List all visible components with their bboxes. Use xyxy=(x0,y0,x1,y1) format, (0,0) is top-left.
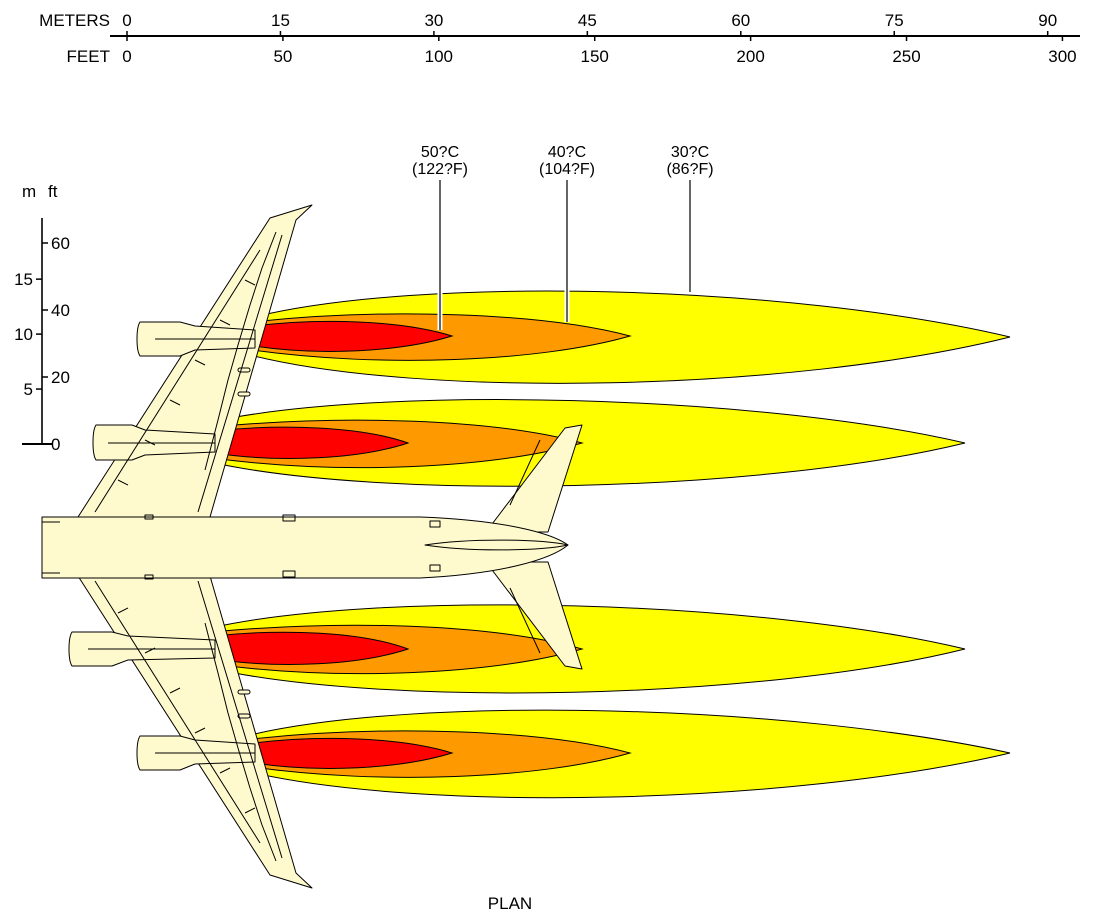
m-tick-label: 15 xyxy=(14,270,33,289)
ft-tick-label: 60 xyxy=(51,234,70,253)
engine-3-plume xyxy=(209,604,966,694)
ft-tick-label: 20 xyxy=(51,368,70,387)
feet-tick-label: 150 xyxy=(581,47,609,66)
m-tick-label: 5 xyxy=(24,380,33,399)
engine-4-nacelle xyxy=(136,735,256,771)
contour-50c xyxy=(253,320,454,352)
aircraft-plan-view xyxy=(41,204,583,889)
ft-unit-label: ft xyxy=(48,182,58,201)
contour-50c xyxy=(213,426,410,459)
contour-label-30c: 30?C xyxy=(671,144,709,161)
contour-label-50c-f: (122?F) xyxy=(412,161,468,178)
meters-tick-label: 15 xyxy=(271,11,290,30)
vertical-fin xyxy=(424,539,569,551)
contour-label-30c-f: (86?F) xyxy=(666,161,713,178)
meters-tick-label: 0 xyxy=(122,11,131,30)
horizontal-scale: METERS FEET 0 15 30 45 60 75 90 0 50 100 150 200 25… xyxy=(39,11,1080,66)
contour-label-40c-f: (104?F) xyxy=(539,161,595,178)
vertical-scale: m ft 15 10 5 60 40 20 0 xyxy=(14,182,70,454)
feet-tick-label: 200 xyxy=(736,47,764,66)
fuselage-details xyxy=(42,514,441,580)
engine-2-nacelle xyxy=(92,424,216,461)
meters-tick-label: 75 xyxy=(885,11,904,30)
contour-label-50c: 50?C xyxy=(421,144,459,161)
feet-tick-label: 0 xyxy=(122,47,131,66)
feet-label: FEET xyxy=(67,47,110,66)
ft-tick-label: 40 xyxy=(51,301,70,320)
engine-2-plume xyxy=(209,399,966,487)
feet-tick-label: 100 xyxy=(425,47,453,66)
feet-tick-label: 300 xyxy=(1048,47,1076,66)
contour-callouts: 50?C (122?F) 40?C (104?F) 30?C (86?F) xyxy=(412,144,714,330)
contour-50c xyxy=(213,631,410,665)
meters-tick-label: 60 xyxy=(731,11,750,30)
m-unit-label: m xyxy=(22,182,36,201)
meters-tick-label: 30 xyxy=(424,11,443,30)
ft-tick-label: 0 xyxy=(51,435,60,454)
engine-3-nacelle xyxy=(68,631,216,667)
contour-label-40c: 40?C xyxy=(548,144,586,161)
meters-label: METERS xyxy=(39,11,110,30)
feet-tick-label: 250 xyxy=(892,47,920,66)
contour-50c xyxy=(253,737,454,769)
engine-4-plume xyxy=(249,709,1011,799)
wing-panel-lines xyxy=(94,231,541,862)
view-label: PLAN xyxy=(488,894,532,913)
meters-tick-label: 45 xyxy=(578,11,597,30)
meters-tick-label: 90 xyxy=(1038,11,1057,30)
m-tick-label: 10 xyxy=(14,325,33,344)
feet-tick-label: 50 xyxy=(273,47,292,66)
engine-1-plume xyxy=(249,290,1011,384)
engine-1-nacelle xyxy=(136,321,256,357)
